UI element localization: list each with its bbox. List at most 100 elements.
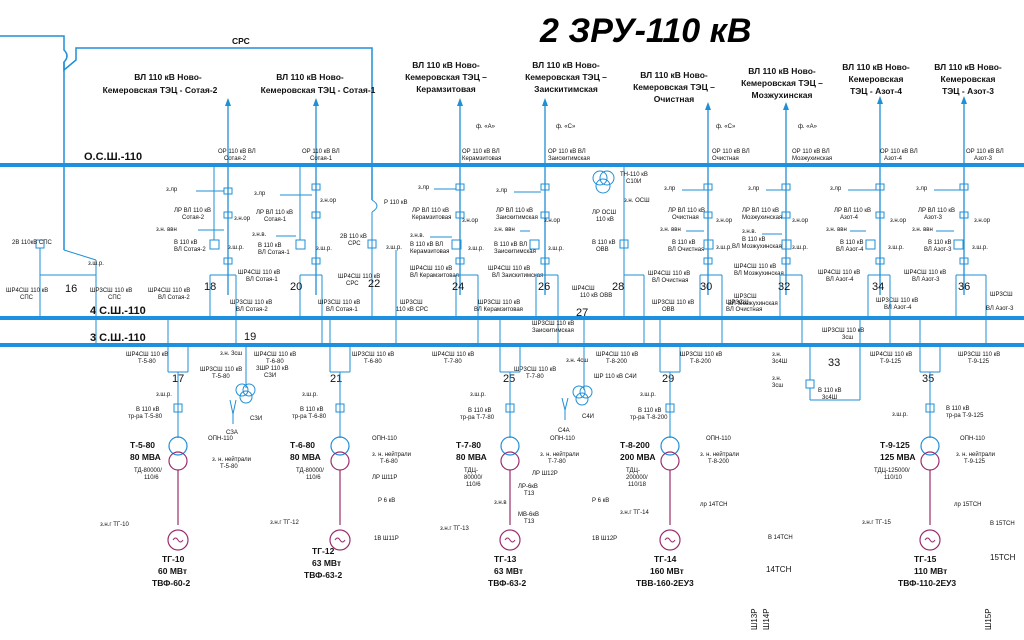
cell-28-osh[interactable]: ТН-110 кВ С10И з.н. ОСШ ЛР ОСШ 110 кВ В … <box>572 165 694 345</box>
line-feeder-8[interactable]: ВЛ 110 кВ Ново- Кемеровская ТЭЦ - Азот-3 <box>934 62 1002 295</box>
svg-text:ВЛ Азот-3: ВЛ Азот-3 <box>912 277 940 283</box>
svg-text:з.н. 3сш: з.н. 3сш <box>220 351 242 357</box>
svg-text:з.ш.р.: з.ш.р. <box>88 261 104 267</box>
svg-text:з.н.ор: з.н.ор <box>320 198 337 204</box>
svg-text:з.н.ор: з.н.ор <box>716 218 733 224</box>
svg-text:Кемеровская ТЭЦ –: Кемеровская ТЭЦ – <box>405 72 487 82</box>
svg-text:Заискитимская: Заискитимская <box>532 328 574 334</box>
line-feeder-1[interactable]: ВЛ 110 кВ Ново- Кемеровская ТЭЦ - Сотая-… <box>103 72 231 295</box>
generator-sine <box>172 537 184 543</box>
generator-sine <box>334 537 346 543</box>
svg-text:ТДЦ-: ТДЦ- <box>626 468 640 474</box>
svg-text:з. н. нейтрали: з. н. нейтрали <box>956 451 995 458</box>
svg-text:ВЛ Азот-3: ВЛ Азот-3 <box>986 306 1014 312</box>
svg-text:з.ш.р.: з.ш.р. <box>468 246 484 252</box>
svg-text:ОПН-110: ОПН-110 <box>208 436 234 442</box>
svg-text:Заискитимская: Заискитимская <box>548 156 590 162</box>
svg-text:з.н.г ТГ-12: з.н.г ТГ-12 <box>270 520 300 526</box>
svg-text:ЛР Ш11Р: ЛР Ш11Р <box>372 475 397 481</box>
svg-text:ТД-80000/: ТД-80000/ <box>134 468 162 474</box>
svg-text:ТД-80000/: ТД-80000/ <box>296 468 324 474</box>
svg-text:14ТСН: 14ТСН <box>766 565 792 574</box>
svg-text:ВЛ 110 кВ Ново-: ВЛ 110 кВ Ново- <box>842 62 910 72</box>
svg-text:з.н.ор: з.н.ор <box>974 218 991 224</box>
svg-text:Т-7-80: Т-7-80 <box>548 459 566 465</box>
generator-symbol <box>167 529 189 551</box>
svg-text:110/6: 110/6 <box>466 482 481 488</box>
svg-text:з.ш.р.: з.ш.р. <box>156 392 172 398</box>
svg-text:Азот-3: Азот-3 <box>924 215 943 221</box>
svg-text:ЛР ВЛ 110 кВ: ЛР ВЛ 110 кВ <box>834 208 871 214</box>
gen-block-tg15[interactable]: ШР4СШ 110 кВ Т-9-125 ШР3СШ 110 кВ Т-9-12… <box>862 352 1000 588</box>
line-feeder-4[interactable]: ВЛ 110 кВ Ново- Кемеровская ТЭЦ – Заиски… <box>525 60 607 295</box>
svg-text:Азот-4: Азот-4 <box>840 215 859 221</box>
svg-text:200000/: 200000/ <box>626 475 648 481</box>
svg-text:ОР 110 кВ ВЛ: ОР 110 кВ ВЛ <box>302 149 340 155</box>
line-feeder-5[interactable]: ВЛ 110 кВ Ново- Кемеровская ТЭЦ – Очистн… <box>633 70 736 295</box>
generator-sine <box>924 537 936 543</box>
svg-text:СРС: СРС <box>346 281 359 287</box>
cell-19[interactable]: з.н. 3сш ЗШР 110 кВ СЗИ СЗА СЗИ <box>220 345 289 436</box>
svg-text:тр-ра Т-8-200: тр-ра Т-8-200 <box>630 415 668 421</box>
gen-block-tg12[interactable]: ШР4СШ 110 кВ Т-6-80 ШР3СШ 110 кВ Т-6-80 … <box>254 352 411 580</box>
svg-text:з. н. нейтрали: з. н. нейтрали <box>700 451 739 458</box>
svg-text:ШР3СШ 110 кВ: ШР3СШ 110 кВ <box>230 300 272 306</box>
svg-text:Сотая-2: Сотая-2 <box>224 156 247 162</box>
svg-text:ШР3СШ 110 кВ: ШР3СШ 110 кВ <box>680 352 722 358</box>
srs-line <box>0 35 373 250</box>
cell-16-srs[interactable]: 2В 110кВ СПС ШР4СШ 110 кВ СПС ШР3СШ 110 … <box>6 239 132 345</box>
gen-block-tg13[interactable]: ШР4СШ 110 кВ Т-7-80 ШР3СШ 110 кВ Т-7-80 … <box>432 352 579 588</box>
svg-text:ТЭЦ - Азот-4: ТЭЦ - Азот-4 <box>850 86 902 96</box>
line-feeder-2[interactable]: ВЛ 110 кВ Ново- Кемеровская ТЭЦ - Сотая-… <box>261 72 376 295</box>
svg-text:ШР3СШ: ШР3СШ <box>400 300 423 306</box>
svg-text:з.н. ввн: з.н. ввн <box>494 227 515 233</box>
svg-text:Мозжухинская: Мозжухинская <box>742 215 782 221</box>
svg-text:ВЛ Очистная: ВЛ Очистная <box>668 247 704 253</box>
svg-text:з.ш.р.: з.ш.р. <box>888 245 904 251</box>
transformer-hv-winding <box>168 436 188 456</box>
svg-text:СПС: СПС <box>20 295 34 301</box>
svg-text:ТГ-14: ТГ-14 <box>654 554 677 564</box>
svg-text:з.н.ор: з.н.ор <box>544 218 561 224</box>
svg-text:ОР 110 кВ ВЛ: ОР 110 кВ ВЛ <box>792 149 830 155</box>
cell-27[interactable]: ШР3СШ 110 кВ Заискитимская з.н. 4сш ШР 1… <box>532 318 637 434</box>
breaker-box <box>173 403 183 413</box>
svg-text:Т-6-80: Т-6-80 <box>380 459 398 465</box>
svg-text:Т-9-125: Т-9-125 <box>968 359 990 365</box>
svg-text:з. н. нейтрали: з. н. нейтрали <box>540 451 579 458</box>
cell-36-switches <box>934 183 987 345</box>
gen-block-tg14[interactable]: ШР4СШ 110 кВ Т-8-200 ШР3СШ 110 кВ Т-8-20… <box>596 352 739 588</box>
svg-text:125 МВА: 125 МВА <box>880 452 915 462</box>
svg-text:ф. «А»: ф. «А» <box>798 124 818 130</box>
svg-text:ВЛ Сотая-1: ВЛ Сотая-1 <box>246 277 278 283</box>
svg-text:29: 29 <box>662 373 674 385</box>
line-feeder-7[interactable]: ВЛ 110 кВ Ново- Кемеровская ТЭЦ - Азот-4 <box>842 62 910 295</box>
svg-text:Р 110 кВ: Р 110 кВ <box>384 200 408 206</box>
svg-text:ТДЦ-: ТДЦ- <box>464 468 478 474</box>
svg-text:Кемеровская: Кемеровская <box>941 74 996 84</box>
svg-text:ТЭЦ - Азот-3: ТЭЦ - Азот-3 <box>942 86 994 96</box>
gen-block-tg10[interactable]: ШР4СШ 110 кВ Т-5-80 ШР3СШ 110 кВ Т-5-80 … <box>100 352 251 588</box>
scheme-title: 2 ЗРУ-110 кВ <box>539 12 751 50</box>
svg-text:Очистная: Очистная <box>654 94 695 104</box>
svg-text:ТГ-10: ТГ-10 <box>162 554 185 564</box>
svg-text:Сотая-2: Сотая-2 <box>182 215 205 221</box>
svg-text:ВЛ Азот-4: ВЛ Азот-4 <box>836 247 864 253</box>
svg-text:110 МВт: 110 МВт <box>914 566 947 576</box>
svg-text:60 МВт: 60 МВт <box>158 566 187 576</box>
svg-text:ШР4СШ 110 кВ: ШР4СШ 110 кВ <box>870 352 912 358</box>
svg-text:С4А: С4А <box>558 428 570 434</box>
svg-text:80000/: 80000/ <box>464 475 483 481</box>
svg-text:С4И: С4И <box>582 414 594 420</box>
svg-text:з.лр: з.лр <box>166 187 178 193</box>
svg-text:80 МВА: 80 МВА <box>290 452 321 462</box>
cell-32-switches <box>762 183 803 345</box>
line-feeder-3[interactable]: ВЛ 110 кВ Ново- Кемеровская ТЭЦ – Керамз… <box>405 60 496 295</box>
svg-text:Керамзитовая: Керамзитовая <box>416 84 476 94</box>
cell-22[interactable]: Р 110 кВ 2В 110 кВ СРС ШР4СШ 110 кВ СРС … <box>338 199 429 345</box>
svg-text:ЛР ВЛ 110 кВ: ЛР ВЛ 110 кВ <box>496 208 533 214</box>
svg-text:ШР3СШ: ШР3СШ <box>734 294 757 300</box>
svg-text:ОР 110 кВ ВЛ: ОР 110 кВ ВЛ <box>548 149 586 155</box>
svg-text:ВЛ Очистная: ВЛ Очистная <box>652 278 688 284</box>
cell-33[interactable]: ШР3СШ 110 кВ 3сш з.н. 3с4Ш В 110 кВ 3с4Ш… <box>772 318 864 401</box>
